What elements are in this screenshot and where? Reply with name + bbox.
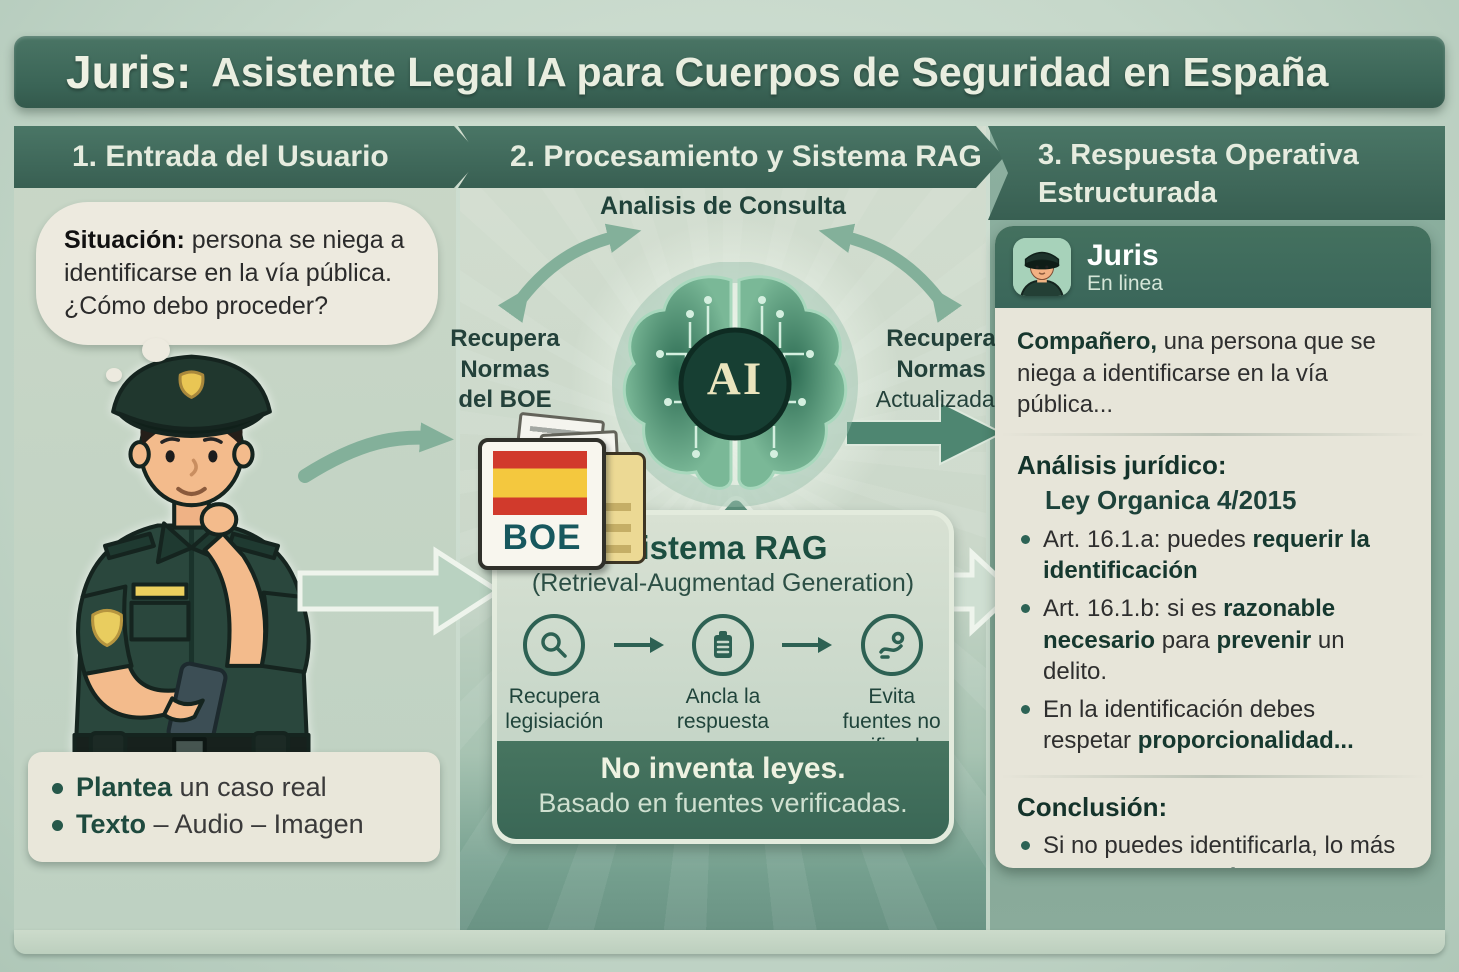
conclusion-list: Si no puedes identificarla, lo más segur… — [1017, 830, 1409, 868]
law-reference: Ley Organica 4/2015 — [1045, 485, 1297, 516]
legal-analysis-section: Análisis jurídico: Ley Organica 4/2015 A… — [995, 436, 1431, 775]
search-icon — [523, 614, 586, 676]
rag-footer: No inventa leyes. Basado en fuentes veri… — [497, 741, 949, 839]
rag-subtitle: (Retrieval-Augmentad Generation) — [531, 569, 915, 597]
boe-document-icon: BOE — [478, 411, 646, 570]
input-modes-card: Plantea un caso real Texto – Audio – Ima… — [28, 752, 440, 862]
panel2-header: 2. Procesamiento y Sistema RAG — [458, 126, 1004, 188]
chat-body: Compañero, una persona que se niega a id… — [995, 308, 1431, 868]
title-bar: Juris: Asistente Legal IA para Cuerpos d… — [14, 36, 1445, 108]
panel3-header: 3. Respuesta Operativa Estructurada — [988, 126, 1445, 220]
conclusion-section: Conclusión: Si no puedes identificarla, … — [995, 778, 1431, 868]
rag-step-verify: Evita fuentes no verificadas — [834, 614, 949, 760]
rag-step-retrieve: Recupera legisiación — [497, 614, 612, 734]
chat-header: Juris En linea — [995, 226, 1431, 308]
list-item: En la identificación debes respetar prop… — [1017, 694, 1409, 756]
bottom-strip — [14, 930, 1445, 954]
rag-system-box: Sistema RAG (Retrieval-Augmentad Generat… — [492, 510, 954, 844]
juris-avatar — [1013, 238, 1071, 296]
ai-core-label: AI — [706, 353, 764, 405]
panel3-header-line1: 3. Respuesta Operativa — [1038, 139, 1359, 171]
list-item: Art. 16.1.a: puedes requerir la identifi… — [1017, 524, 1409, 586]
rag-footer-bold: No inventa leyes. — [600, 752, 846, 785]
divider — [1001, 775, 1425, 779]
boe-card: BOE — [478, 438, 606, 570]
panel3-header-line2: Estructurada — [1038, 176, 1217, 209]
ai-brain-illustration — [612, 262, 858, 507]
chat-response-card: Juris En linea Compañero, una persona qu… — [995, 226, 1431, 868]
rag-steps: Recupera legisiación Ancla la respuesta — [497, 614, 949, 760]
clipboard-icon — [692, 614, 754, 676]
note-recupera-boe: Recupera Normas del BOE — [450, 325, 560, 414]
thought-text: Situación: persona se niega a identifica… — [64, 226, 405, 320]
list-item: Plantea un caso real — [48, 772, 420, 803]
page-title: Asistente Legal IA para Cuerpos de Segur… — [211, 48, 1329, 95]
list-item: Texto – Audio – Imagen — [48, 809, 420, 840]
conclusion-title: Conclusión: — [1017, 792, 1168, 823]
panel1-header: 1. Entrada del Usuario — [14, 126, 482, 188]
thought-bubble-dot — [106, 368, 122, 382]
unverified-source-icon — [860, 614, 923, 676]
analysis-list: Art. 16.1.a: puedes requerir la identifi… — [1017, 524, 1409, 756]
analysis-label: Analisis de Consulta — [600, 192, 846, 220]
input-modes-list: Plantea un caso real Texto – Audio – Ima… — [48, 772, 420, 840]
rag-footer-text: Basado en fuentes verificadas. — [538, 788, 908, 818]
thought-bubble: Situación: persona se niega a identifica… — [36, 202, 438, 345]
boe-label: BOE — [502, 518, 582, 557]
chat-identity: Juris En linea — [1087, 239, 1163, 296]
chat-status: En linea — [1087, 271, 1163, 295]
police-officer-illustration — [72, 354, 311, 778]
analysis-title: Análisis jurídico: — [1017, 450, 1227, 481]
thought-bubble-dot — [142, 338, 170, 362]
note-normas-actualizadas: Recupera Normas Actualizadas — [875, 325, 1007, 413]
title-brand: Juris: — [66, 46, 192, 98]
step-arrow-icon — [613, 637, 664, 653]
chat-name: Juris — [1087, 238, 1159, 272]
spain-flag-icon — [493, 451, 587, 515]
list-item: Si no puedes identificarla, lo más segur… — [1017, 830, 1409, 868]
chat-message: Compañero, una persona que se niega a id… — [1017, 328, 1376, 419]
list-item: Art. 16.1.b: si es razonable necesario p… — [1017, 593, 1409, 687]
rag-step-anchor: Ancla la respuesta — [666, 614, 781, 734]
step-arrow-icon — [782, 637, 833, 653]
divider — [1001, 433, 1425, 437]
